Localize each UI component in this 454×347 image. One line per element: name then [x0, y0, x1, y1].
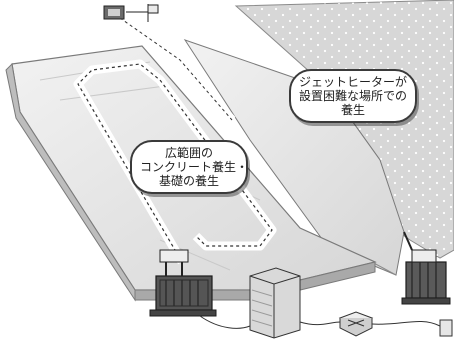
power-cable [199, 315, 441, 329]
callout-line: 設置困難な場所での [299, 89, 408, 103]
callout-line: 広範囲の [164, 146, 213, 160]
callout-line: コンクリート養生・ [140, 160, 249, 174]
fuel-tank-icon [249, 267, 301, 339]
top-heater-icon [103, 5, 148, 20]
flag-icon [147, 4, 159, 22]
control-box-icon [338, 311, 374, 337]
duct-heater-icon [401, 231, 451, 305]
callout-line: 養生 [340, 103, 365, 117]
callout-line: ジェットヒーターが [299, 75, 408, 89]
jet-heater-icon [149, 249, 217, 317]
callout-wide-area-curing: 広範囲の コンクリート養生・ 基礎の養生 [130, 140, 248, 194]
callout-hard-to-install-curing: ジェットヒーターが 設置困難な場所での 養生 [289, 69, 417, 123]
power-box-icon [439, 319, 453, 337]
callout-line: 基礎の養生 [158, 174, 219, 188]
